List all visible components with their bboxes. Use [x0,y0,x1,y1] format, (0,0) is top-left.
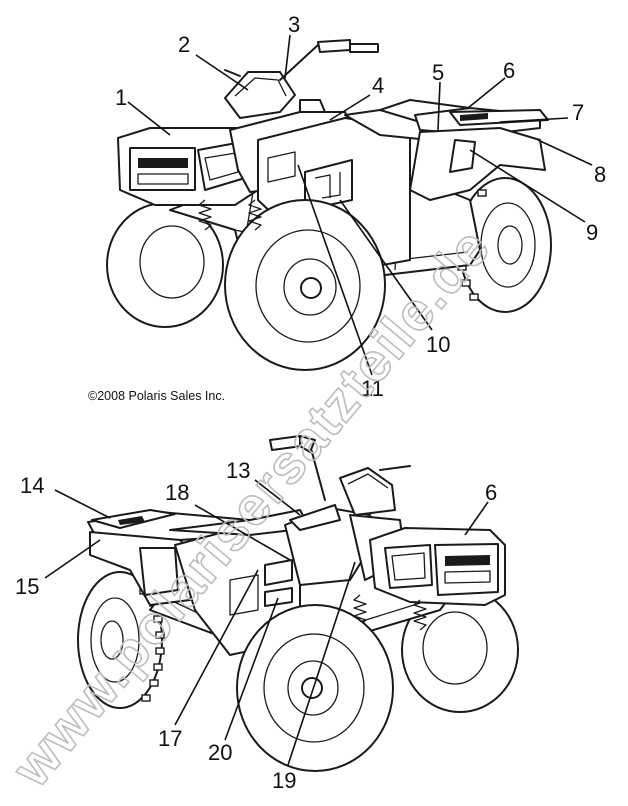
callout-8: 8 [594,162,606,187]
rear-wheel-top [455,177,552,313]
front-near-wheel-top [224,199,386,371]
callout-5: 5 [432,60,444,85]
copyright-notice: ©2008 Polaris Sales Inc. [88,389,225,403]
callout-1: 1 [115,85,127,110]
callout-3: 3 [288,12,300,37]
callout-13: 13 [226,458,250,483]
callout-9: 9 [586,220,598,245]
front-near-wheel-bottom [236,604,394,772]
callout-20: 20 [208,740,232,765]
callout-10: 10 [426,332,450,357]
callout-15: 15 [15,574,39,599]
callout-17: 17 [158,726,182,751]
callout-19: 19 [272,768,296,793]
atv-bottom-illustration [77,435,519,772]
callout-7: 7 [572,100,584,125]
atv-top-illustration [106,39,552,371]
leader-lines [44,34,593,766]
callout-6: 6 [503,58,515,83]
callout-6b: 6 [485,480,497,505]
callout-labels: 1 2 3 4 5 6 7 8 9 10 11 14 15 18 13 6 17… [15,12,606,793]
callout-18: 18 [165,480,189,505]
callout-14: 14 [20,473,44,498]
callout-4: 4 [372,73,384,98]
callout-2: 2 [178,32,190,57]
callout-11: 11 [361,376,384,401]
